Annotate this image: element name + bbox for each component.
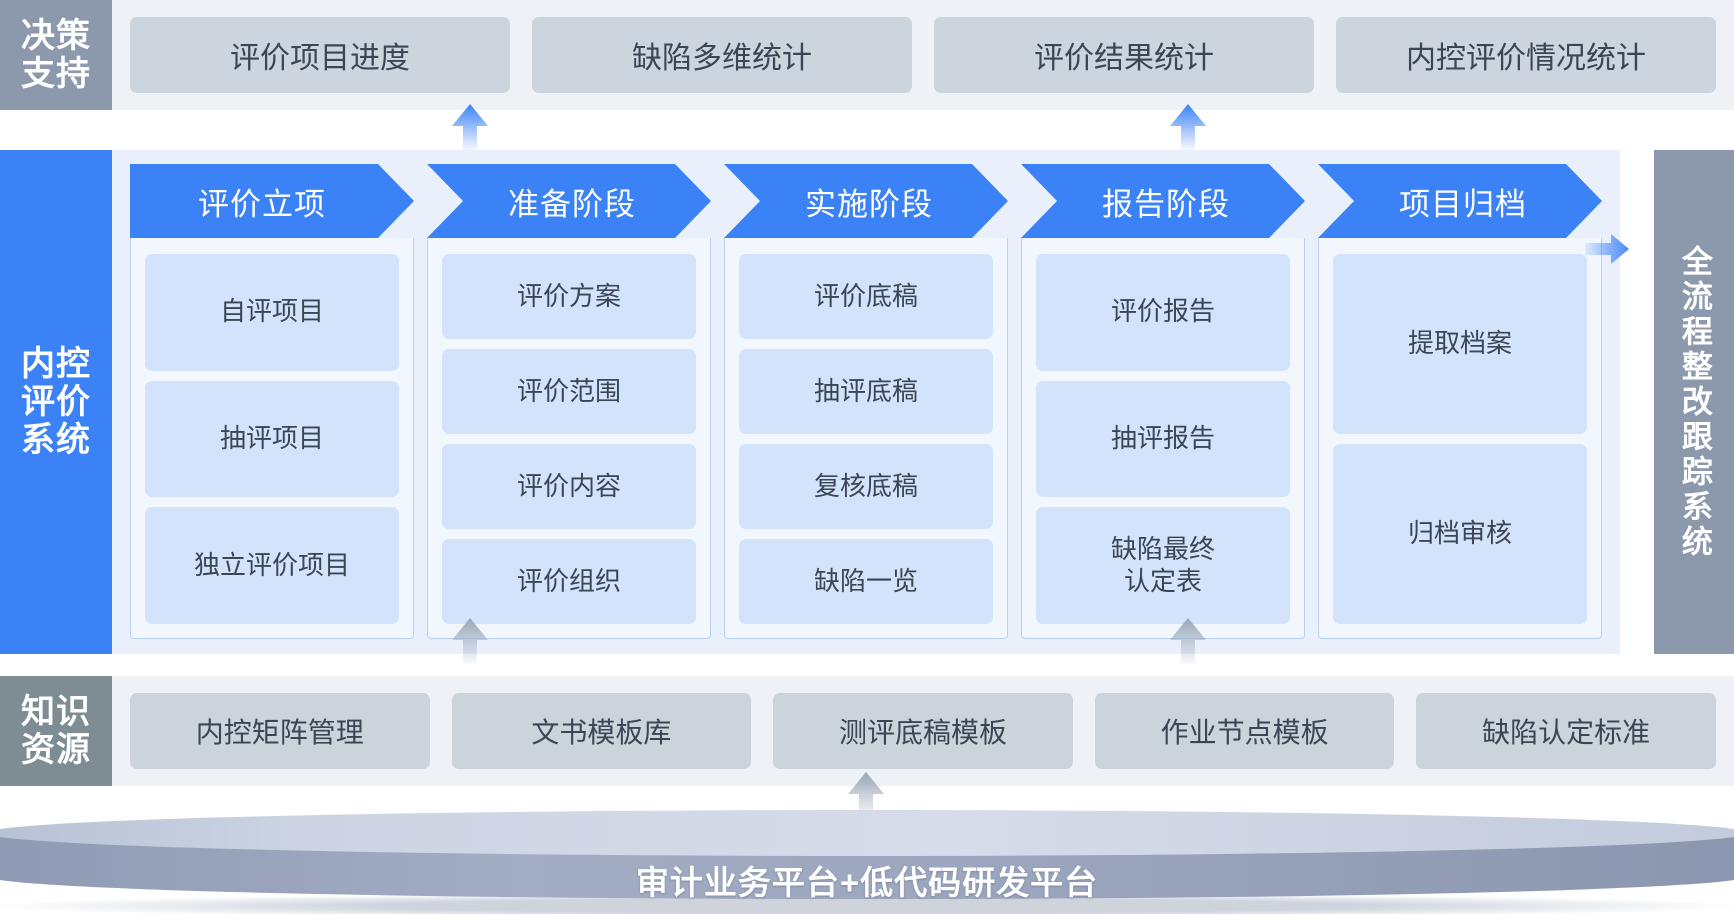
- knowledge-card-document-template-library[interactable]: 文书模板库: [451, 693, 752, 769]
- sub-item-evaluation-plan[interactable]: 评价方案: [442, 254, 696, 339]
- full-process-system-wrap: 全流程整改跟踪系统: [1620, 150, 1734, 654]
- sub-item-sample-evaluation-draft[interactable]: 抽评底稿: [739, 349, 993, 434]
- internal-control-system-label: 内控 评价 系统: [0, 150, 112, 654]
- sub-item-sample-evaluation-project[interactable]: 抽评项目: [145, 380, 399, 498]
- decision-card-defect-multidim-stats[interactable]: 缺陷多维统计: [532, 17, 912, 93]
- knowledge-label-line-1: 知识: [21, 692, 91, 731]
- sub-item-archive-review[interactable]: 归档审核: [1333, 444, 1587, 624]
- stage-title-project-archiving[interactable]: 项目归档: [1318, 164, 1602, 238]
- full-process-rectification-tracking-system[interactable]: 全流程整改跟踪系统: [1654, 150, 1734, 654]
- knowledge-card-defect-determination-standard[interactable]: 缺陷认定标准: [1416, 693, 1716, 769]
- stage-project-archiving[interactable]: 项目归档 提取档案 归档审核: [1318, 164, 1602, 639]
- sub-item-evaluation-organization[interactable]: 评价组织: [442, 539, 696, 624]
- knowledge-card-control-matrix-management[interactable]: 内控矩阵管理: [130, 693, 430, 769]
- knowledge-label-line-2: 资源: [21, 731, 91, 769]
- arrow-up-icon-to-knowledge: [848, 772, 884, 818]
- sub-item-evaluation-scope[interactable]: 评价范围: [442, 349, 696, 434]
- platform-base: 审计业务平台+低代码研发平台: [0, 810, 1734, 914]
- sub-item-evaluation-content[interactable]: 评价内容: [442, 444, 696, 529]
- arrow-up-icon-to-decision-1: [452, 104, 488, 150]
- sub-item-review-draft[interactable]: 复核底稿: [739, 444, 993, 529]
- knowledge-resources-label: 知识 资源: [0, 676, 112, 786]
- stage-items-reporting: 评价报告 抽评报告 缺陷最终 认定表: [1021, 238, 1305, 639]
- decision-support-band: 决策 支持 评价项目进度 缺陷多维统计 评价结果统计 内控评价情况统计: [0, 0, 1734, 110]
- stage-items-implementation: 评价底稿 抽评底稿 复核底稿 缺陷一览: [724, 238, 1008, 639]
- arrow-right-icon-to-tracking-system: [1585, 234, 1629, 264]
- sub-item-self-evaluation-project[interactable]: 自评项目: [145, 254, 399, 371]
- platform-title: 审计业务平台+低代码研发平台: [635, 864, 1099, 901]
- decision-card-internal-control-stats[interactable]: 内控评价情况统计: [1336, 17, 1716, 93]
- decision-support-label: 决策 支持: [0, 0, 112, 110]
- internal-control-system-band: 内控 评价 系统 评价立项 自评项目 抽评项目 独立评价项目 准备阶段 评价方案…: [0, 150, 1734, 654]
- stage-evaluation-initiation[interactable]: 评价立项 自评项目 抽评项目 独立评价项目: [130, 164, 414, 639]
- arrow-up-icon-to-main-2: [1170, 618, 1206, 664]
- stage-reporting[interactable]: 报告阶段 评价报告 抽评报告 缺陷最终 认定表: [1021, 164, 1305, 639]
- stage-title-evaluation-initiation[interactable]: 评价立项: [130, 164, 414, 238]
- decision-card-evaluation-result-stats[interactable]: 评价结果统计: [934, 17, 1314, 93]
- arrow-up-icon-to-main-1: [452, 618, 488, 664]
- ics-label-line-3: 系统: [21, 421, 91, 460]
- stage-title-implementation[interactable]: 实施阶段: [724, 164, 1008, 238]
- stage-items-evaluation-initiation: 自评项目 抽评项目 独立评价项目: [130, 238, 414, 639]
- stage-items-project-archiving: 提取档案 归档审核: [1318, 238, 1602, 639]
- knowledge-card-assessment-draft-template[interactable]: 测评底稿模板: [773, 693, 1073, 769]
- decision-support-cards: 评价项目进度 缺陷多维统计 评价结果统计 内控评价情况统计: [112, 0, 1734, 110]
- sub-item-defect-list[interactable]: 缺陷一览: [739, 539, 993, 624]
- sub-item-evaluation-draft[interactable]: 评价底稿: [739, 254, 993, 339]
- knowledge-card-work-node-template[interactable]: 作业节点模板: [1094, 693, 1395, 769]
- ics-label-line-1: 内控: [21, 344, 91, 383]
- stage-preparation[interactable]: 准备阶段 评价方案 评价范围 评价内容 评价组织: [427, 164, 711, 639]
- stage-items-preparation: 评价方案 评价范围 评价内容 评价组织: [427, 238, 711, 639]
- decision-card-project-progress[interactable]: 评价项目进度: [130, 17, 510, 93]
- knowledge-resources-cards: 内控矩阵管理 文书模板库 测评底稿模板 作业节点模板 缺陷认定标准: [112, 676, 1734, 786]
- sub-item-final-defect-determination-table[interactable]: 缺陷最终 认定表: [1036, 507, 1290, 625]
- sub-item-independent-evaluation-project[interactable]: 独立评价项目: [145, 507, 399, 625]
- stage-title-reporting[interactable]: 报告阶段: [1021, 164, 1305, 238]
- sub-item-evaluation-report[interactable]: 评价报告: [1036, 254, 1290, 371]
- knowledge-resources-band: 知识 资源 内控矩阵管理 文书模板库 测评底稿模板 作业节点模板 缺陷认定标准: [0, 676, 1734, 786]
- stage-implementation[interactable]: 实施阶段 评价底稿 抽评底稿 复核底稿 缺陷一览: [724, 164, 1008, 639]
- platform-disc-shape: [0, 810, 1734, 914]
- sub-item-extract-archive[interactable]: 提取档案: [1333, 254, 1587, 434]
- sub-item-sample-evaluation-report[interactable]: 抽评报告: [1036, 380, 1290, 498]
- ics-label-line-2: 评价: [21, 382, 91, 421]
- decision-support-label-line-1: 决策: [21, 16, 91, 55]
- stage-flow-container: 评价立项 自评项目 抽评项目 独立评价项目 准备阶段 评价方案 评价范围 评价内…: [112, 150, 1620, 654]
- arrow-up-icon-to-decision-2: [1170, 104, 1206, 150]
- stage-title-preparation[interactable]: 准备阶段: [427, 164, 711, 238]
- decision-support-label-line-2: 支持: [21, 55, 91, 93]
